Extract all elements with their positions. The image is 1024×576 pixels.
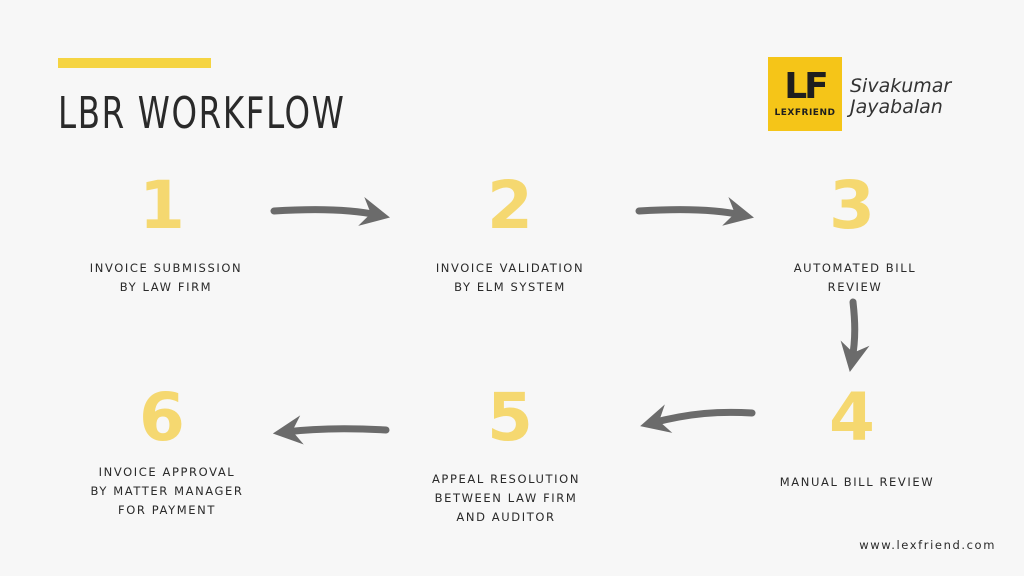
step-2-label: INVOICE VALIDATION BY ELM SYSTEM [400,259,620,297]
step-4-label-line: MANUAL BILL REVIEW [779,475,935,489]
lexfriend-logo: LF LEXFRIEND [768,57,842,131]
page-title: LBR WORKFLOW [58,88,346,139]
step-5-label-line: BETWEEN LAW FIRM [434,491,578,505]
step-6-number: 6 [139,379,185,456]
step-2-number: 2 [487,167,533,244]
logo-wordmark: LEXFRIEND [774,108,836,118]
step-6-label-line: FOR PAYMENT [118,503,216,517]
step-6-label: INVOICE APPROVAL BY MATTER MANAGER FOR P… [57,463,277,520]
step-3-label-line: REVIEW [827,280,883,294]
step-5-label: APPEAL RESOLUTION BETWEEN LAW FIRM AND A… [396,470,616,527]
step-5-label-line: AND AUDITOR [456,510,556,524]
step-3-number: 3 [829,167,875,244]
step-1-label-line: INVOICE SUBMISSION [89,261,243,275]
step-6-label-line: BY MATTER MANAGER [90,484,244,498]
step-4-number: 4 [829,379,875,456]
author-first-name: Sivakumar [850,75,952,97]
step-5-number: 5 [487,379,533,456]
arrow-1-to-2 [270,197,390,226]
arrow-2-to-3 [635,196,754,226]
arrow-3-to-4 [840,298,870,373]
step-1-number: 1 [139,167,185,244]
step-3-label-line: AUTOMATED BILL [793,261,917,275]
title-accent-bar [58,58,211,68]
step-6-label-line: INVOICE APPROVAL [98,465,236,479]
step-2-label-line: BY ELM SYSTEM [454,280,566,294]
step-1-label: INVOICE SUBMISSION BY LAW FIRM [56,259,276,297]
author-signature: Sivakumar Jayabalan [850,76,990,118]
logo-mark: LF [784,66,829,107]
arrow-5-to-6 [272,415,390,445]
step-3-label: AUTOMATED BILL REVIEW [745,259,965,297]
step-5-label-line: APPEAL RESOLUTION [431,472,581,486]
arrow-4-to-5 [640,404,756,433]
step-2-label-line: INVOICE VALIDATION [435,261,585,275]
footer-url: www.lexfriend.com [859,538,996,552]
step-1-label-line: BY LAW FIRM [119,280,213,294]
step-4-label: MANUAL BILL REVIEW [747,473,967,492]
author-last-name: Jayabalan [850,96,943,118]
